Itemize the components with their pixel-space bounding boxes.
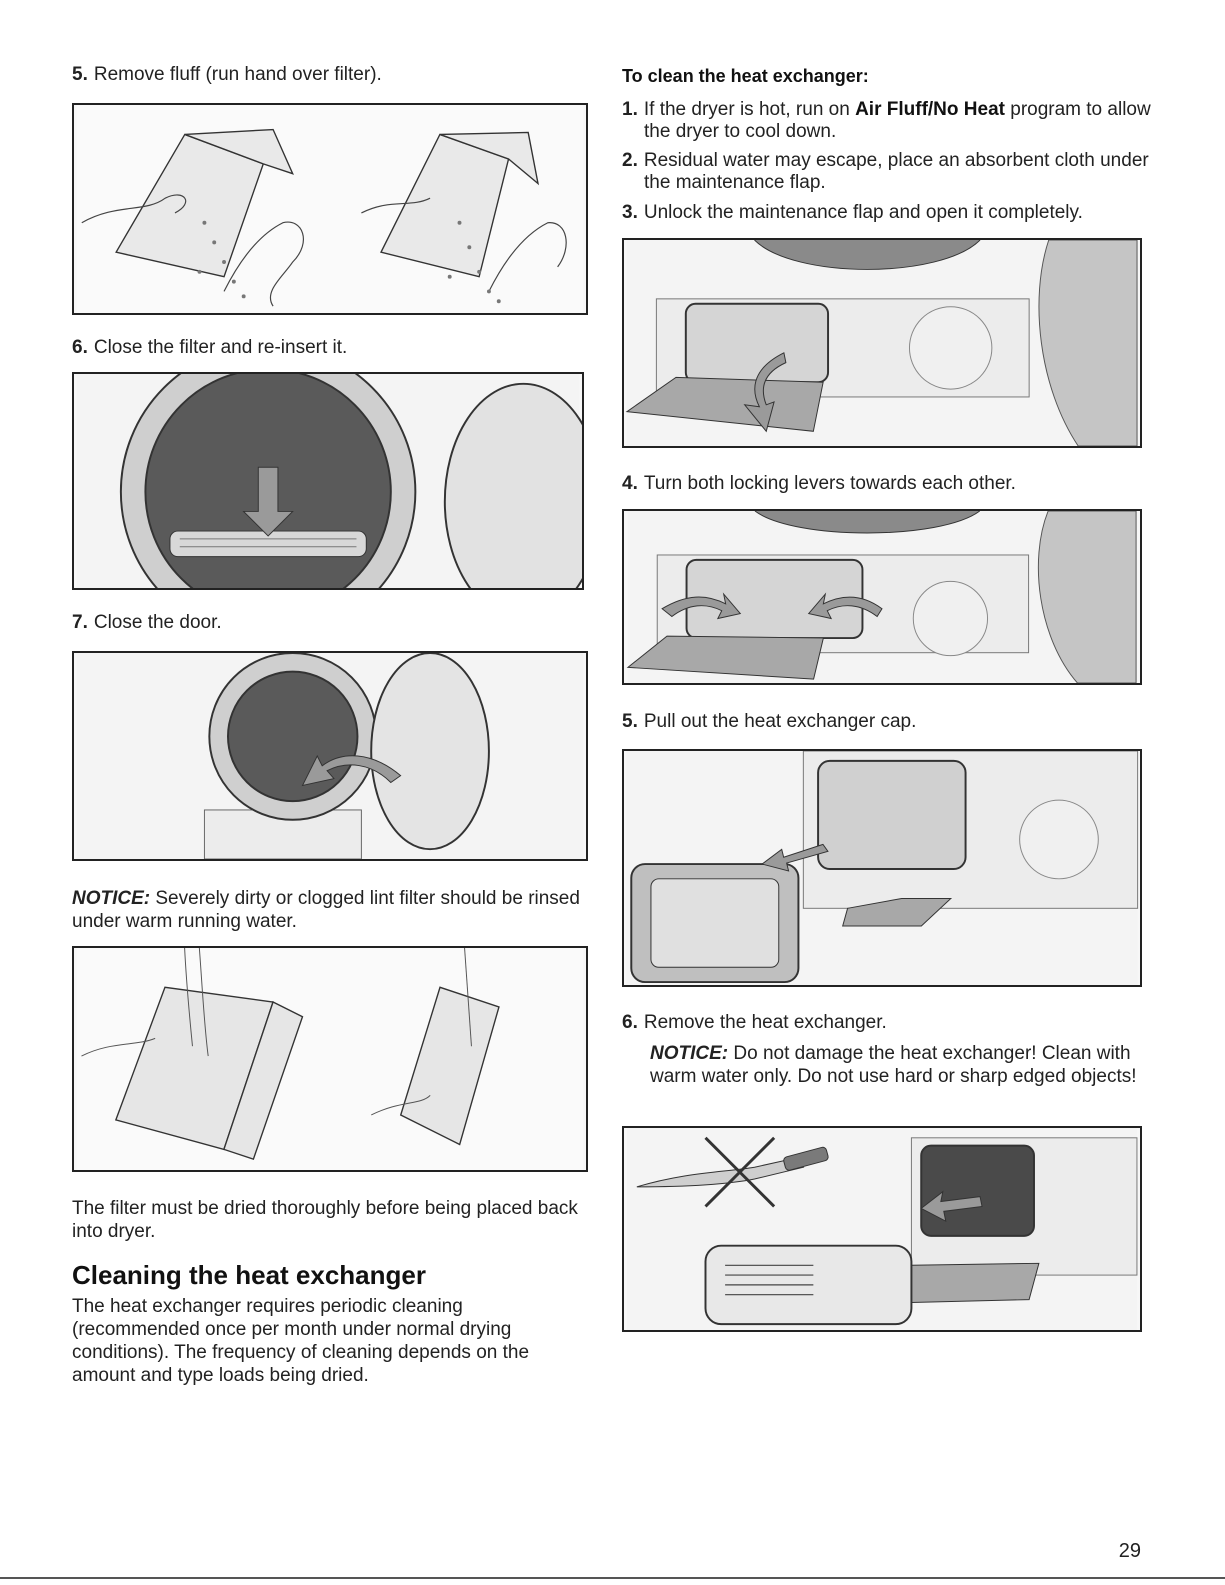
bottom-rule xyxy=(0,1577,1225,1579)
heat-exchanger-removal-illustration xyxy=(627,1128,1138,1330)
step-6-close-filter: 6.Close the filter and re-insert it. xyxy=(72,337,348,358)
notice-rinse-filter: NOTICE: Severely dirty or clogged lint f… xyxy=(72,888,580,932)
section-title: Cleaning the heat exchanger xyxy=(72,1260,426,1290)
heat-exchanger-cap-illustration xyxy=(626,751,1139,985)
page-number: 29 xyxy=(1118,1540,1141,1562)
prohibited-cross-icon xyxy=(704,1136,776,1208)
step-3-open-flap: 3.Unlock the maintenance flap and open i… xyxy=(622,202,1083,223)
filter-fluff-illustration xyxy=(76,105,584,313)
dryer-drum-filter-illustration xyxy=(76,374,582,588)
figure-remove-exchanger xyxy=(622,1126,1142,1332)
step-2-absorbent-cloth: 2.Residual water may escape, place an ab… xyxy=(622,150,1149,193)
figure-remove-fluff xyxy=(72,103,588,315)
figure-reinsert-filter xyxy=(72,372,584,590)
step-4-turn-levers: 4.Turn both locking levers towards each … xyxy=(622,473,1016,494)
figure-rinse-filter xyxy=(72,946,588,1172)
section-body: The heat exchanger requires periodic cle… xyxy=(72,1296,530,1386)
maintenance-flap-illustration xyxy=(625,240,1138,446)
dry-filter-note: The filter must be dried thoroughly befo… xyxy=(72,1198,578,1242)
figure-open-flap xyxy=(622,238,1142,448)
figure-pull-cap xyxy=(622,749,1142,987)
locking-levers-illustration xyxy=(626,511,1137,683)
step-5-remove-fluff: 5.Remove fluff (run hand over filter). xyxy=(72,64,382,85)
step-5-pull-cap: 5.Pull out the heat exchanger cap. xyxy=(622,711,917,732)
step-6-remove-exchanger: 6.Remove the heat exchanger. xyxy=(622,1012,887,1033)
figure-close-door xyxy=(72,651,588,861)
filter-rinse-illustration xyxy=(76,948,584,1170)
knife-icon xyxy=(636,1146,829,1188)
procedure-heading: To clean the heat exchanger: xyxy=(622,66,869,86)
notice-do-not-damage: NOTICE: Do not damage the heat exchanger… xyxy=(650,1043,1137,1087)
dryer-door-illustration xyxy=(76,653,584,859)
step-1-cool-down: 1.If the dryer is hot, run on Air Fluff/… xyxy=(622,99,1151,142)
step-7-close-door: 7.Close the door. xyxy=(72,612,222,633)
figure-turn-levers xyxy=(622,509,1142,685)
